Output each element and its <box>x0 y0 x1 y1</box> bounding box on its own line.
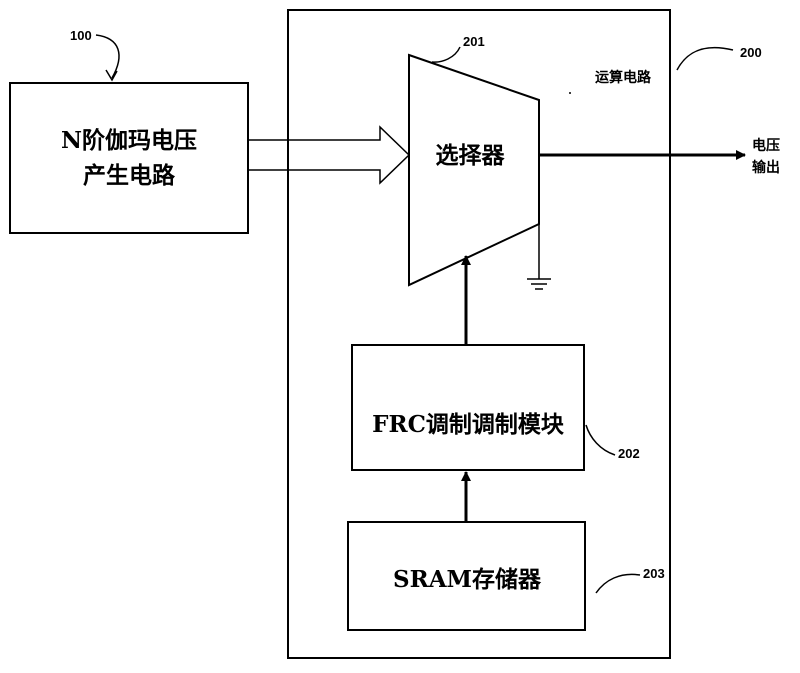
selector-trapezoid <box>408 53 540 287</box>
frc-module-box <box>351 344 585 471</box>
leader-line-202 <box>585 424 616 456</box>
leader-line-201 <box>431 46 461 63</box>
sram-label: SRAM存储器 <box>393 566 542 593</box>
leader-tip-100 <box>105 69 118 82</box>
ref-label-100: 100 <box>70 28 92 43</box>
stray-dot <box>569 92 571 94</box>
output-label-line1: 电压 <box>752 137 780 154</box>
ground-symbol <box>527 224 551 290</box>
ref-label-200: 200 <box>740 45 762 60</box>
frc-module-label: FRC调制调制模块 <box>372 411 564 438</box>
gamma-generator-label-line2: 产生电路 <box>83 162 176 189</box>
ref-label-203: 203 <box>643 566 665 581</box>
hollow-bus-arrow <box>248 125 411 185</box>
ref-label-202: 202 <box>618 446 640 461</box>
operation-circuit-label: 运算电路 <box>595 69 652 86</box>
leader-line-203 <box>595 573 641 594</box>
ref-label-201: 201 <box>463 34 485 49</box>
operation-circuit-box <box>287 9 671 659</box>
leader-line-100 <box>95 34 120 79</box>
gamma-generator-label-line1: N阶伽玛电压 <box>61 127 197 154</box>
output-label-line2: 输出 <box>752 159 780 176</box>
gamma-generator-box <box>9 82 249 234</box>
leader-line-200 <box>676 46 734 71</box>
selector-label: 选择器 <box>436 142 506 169</box>
